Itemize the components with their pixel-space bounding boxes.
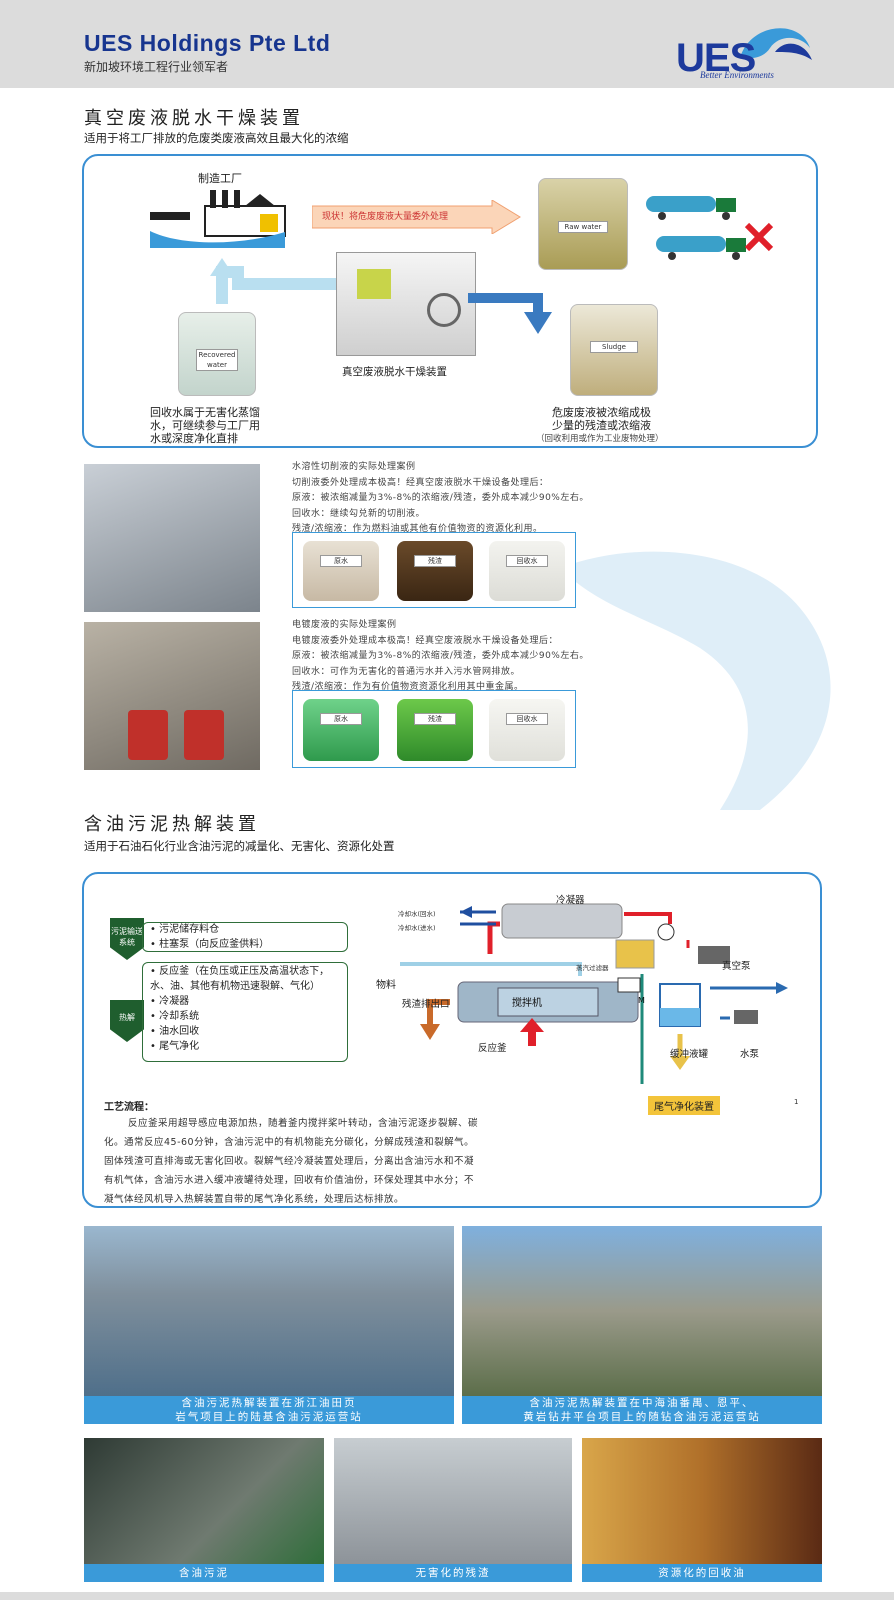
mixer-label: 搅拌机 bbox=[512, 998, 542, 1009]
photo-zhejiang-station bbox=[84, 1226, 454, 1396]
cooling-water-out-label: 冷却水(回水) bbox=[398, 910, 436, 918]
caption-harmless-residue: 无害化的残渣 bbox=[334, 1564, 572, 1582]
photo-offshore-station bbox=[462, 1226, 822, 1396]
case2-jars-box: 原水 残渣 回收水 bbox=[292, 690, 576, 768]
sludge-jar: Sludge bbox=[570, 304, 658, 396]
recovered-water-label: Recovered water bbox=[195, 349, 239, 371]
caption-oily-sludge: 含油污泥 bbox=[84, 1564, 324, 1582]
residue-outlet-label: 残渣排出口 bbox=[402, 999, 450, 1010]
case2-jar-label: 回收水 bbox=[505, 713, 549, 725]
case1-jars-box: 原水 残渣 回收水 bbox=[292, 532, 576, 608]
section2-subtitle: 适用于石油石化行业含油污泥的减量化、无害化、资源化处置 bbox=[84, 839, 395, 853]
group1-box bbox=[142, 922, 348, 952]
case1-equipment-photo bbox=[84, 464, 260, 612]
case2-jar-raw: 原水 bbox=[303, 699, 379, 761]
case2-jar-label: 残渣 bbox=[413, 713, 457, 725]
case2-text: 电镀废液的实际处理案例 电镀废液委外处理成本极高！经真空废液脱水干燥设备处理后：… bbox=[292, 620, 589, 692]
case1-jar-raw: 原水 bbox=[303, 541, 379, 601]
sludge-description: 危废废液被浓缩成极 少量的残渣或浓缩液 bbox=[552, 406, 651, 432]
sludge-note: （回收利用或作为工业废物处理） bbox=[536, 434, 664, 444]
material-label: 物料 bbox=[376, 980, 396, 991]
group1-list: • 污泥储存料仓 • 柱塞泵（向反应釜供料） bbox=[150, 924, 270, 950]
case1-jar-label: 残渣 bbox=[413, 555, 457, 567]
logo-subtitle: Better Environments bbox=[700, 70, 774, 80]
photo-oily-sludge bbox=[84, 1438, 324, 1564]
section2-diagram-box bbox=[82, 872, 822, 1208]
company-name: UES Holdings Pte Ltd bbox=[84, 30, 331, 56]
blue-arrow-icon bbox=[468, 293, 552, 334]
caption-recovered-oil: 资源化的回收油 bbox=[582, 1564, 822, 1582]
section1-title: 真空废液脱水干燥装置 bbox=[84, 108, 304, 129]
reactor-label: 反应釜 bbox=[478, 1043, 507, 1054]
current-status-label: 现状！将危废废液大量委外处理 bbox=[322, 212, 449, 222]
footer-bar bbox=[0, 1592, 894, 1600]
caption-zhejiang-station: 含油污泥热解装置在浙江油田页 岩气项目上的陆基含油污泥运营站 bbox=[84, 1396, 454, 1424]
company-tagline: 新加坡环境工程行业领军者 bbox=[84, 60, 229, 74]
case1-jar-recovered: 回收水 bbox=[489, 541, 565, 601]
case1-jar-label: 原水 bbox=[319, 555, 363, 567]
sludge-label: Sludge bbox=[589, 341, 639, 353]
pyrolysis-process-diagram bbox=[400, 903, 788, 1084]
raw-water-jar: Raw water bbox=[538, 178, 628, 270]
photo-harmless-residue bbox=[334, 1438, 572, 1564]
background-wave-icon bbox=[560, 551, 831, 810]
motor-label: M bbox=[638, 996, 645, 1005]
case1-jar-residue: 残渣 bbox=[397, 541, 473, 601]
factory-icon bbox=[150, 190, 286, 248]
case2-jar-label: 原水 bbox=[319, 713, 363, 725]
orange-arrow-icon bbox=[312, 200, 521, 234]
header-bar bbox=[0, 0, 894, 88]
recovered-water-jar: Recovered water bbox=[178, 312, 256, 396]
condenser-label: 冷凝器 bbox=[556, 895, 585, 906]
water-pump-label: 水泵 bbox=[740, 1049, 760, 1060]
group2-box bbox=[142, 962, 348, 1062]
truck-icon bbox=[646, 196, 746, 260]
buffer-tank-label: 缓冲液罐 bbox=[670, 1049, 709, 1060]
return-arrow-icon bbox=[210, 258, 338, 304]
photo-recovered-oil bbox=[582, 1438, 822, 1564]
process-title: 工艺流程： bbox=[104, 1102, 154, 1113]
dewatering-machine-image bbox=[336, 252, 476, 356]
group2-list: • 反应釜（在负压或正压及高温状态下，水、油、其他有机物迅速裂解、气化） • 冷… bbox=[150, 966, 330, 1052]
case2-jar-residue: 残渣 bbox=[397, 699, 473, 761]
caption-offshore-station: 含油污泥热解装置在中海油番禺、恩平、 黄岩钻井平台项目上的随钻含油污泥运营站 bbox=[462, 1396, 822, 1424]
page-number: 1 bbox=[794, 1098, 799, 1106]
factory-label: 制造工厂 bbox=[198, 172, 242, 185]
case1-text: 水溶性切削液的实际处理案例 切削液委外处理成本极高！经真空废液脱水干燥设备处理后… bbox=[292, 462, 589, 534]
recovered-description: 回收水属于无害化蒸馏 水，可继续参与工厂用 水或深度净化直排 bbox=[150, 406, 260, 445]
cross-icon bbox=[744, 222, 774, 252]
section1-subtitle: 适用于将工厂排放的危废类废液高效且最大化的浓缩 bbox=[84, 131, 349, 145]
process-description: 反应釜采用超导感应电源加热，随着釜内搅拌桨叶转动，含油污泥逐步裂解、碳 化。通常… bbox=[104, 1118, 479, 1205]
case2-jar-recovered: 回收水 bbox=[489, 699, 565, 761]
steam-filter-label: 蒸汽过滤器 bbox=[576, 964, 609, 972]
case1-jar-label: 回收水 bbox=[505, 555, 549, 567]
section2-title: 含油污泥热解装置 bbox=[84, 814, 260, 835]
exhaust-treatment-label: 尾气净化装置 bbox=[648, 1096, 720, 1115]
machine-label: 真空废液脱水干燥装置 bbox=[342, 366, 447, 378]
logo-wave-icon bbox=[740, 28, 812, 60]
raw-water-label: Raw water bbox=[558, 221, 608, 233]
cooling-water-in-label: 冷却水(进水) bbox=[398, 924, 436, 932]
vacuum-pump-label: 真空泵 bbox=[722, 961, 751, 972]
logo-text: UES bbox=[676, 36, 756, 80]
case2-equipment-photo bbox=[84, 622, 260, 770]
